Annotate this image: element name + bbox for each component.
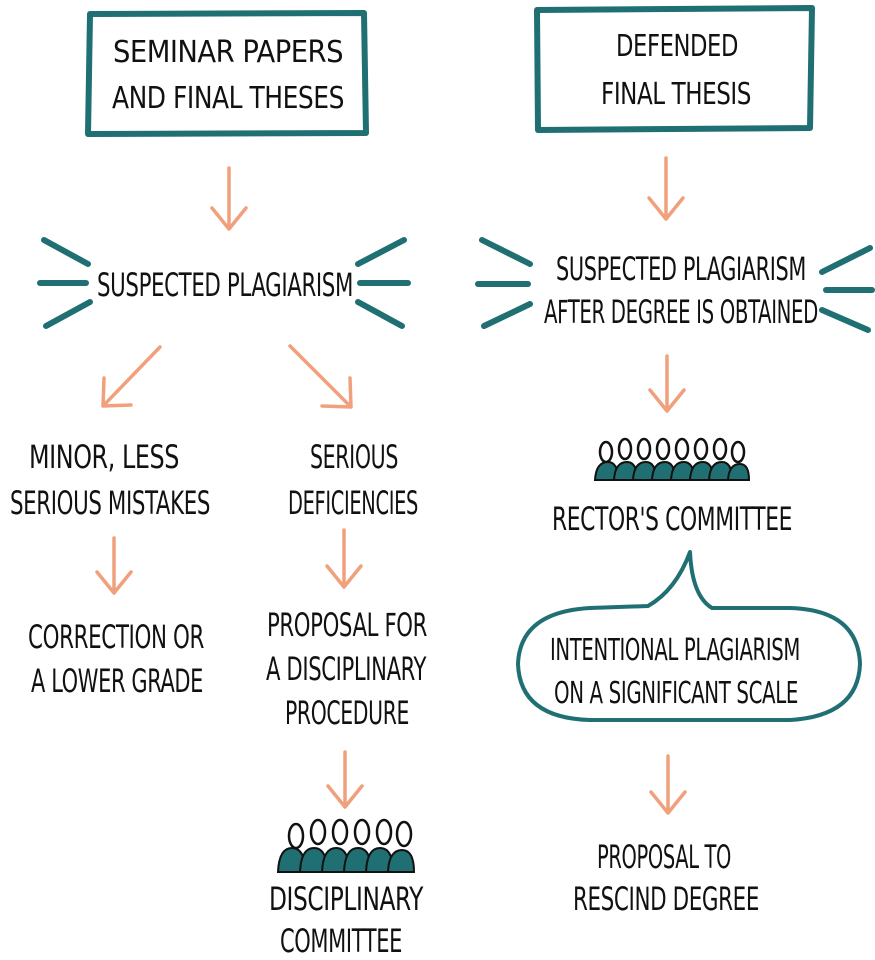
- minor-mistakes-line-2: SERIOUS MISTAKES: [10, 484, 210, 522]
- down-arrow-icon: [326, 750, 364, 809]
- suspected-plagiarism-label: SUSPECTED PLAGIARISM: [97, 266, 353, 304]
- people-group-icon: [276, 818, 416, 873]
- down-arrow-icon: [325, 528, 363, 589]
- down-arrow-icon: [95, 536, 133, 595]
- suspected-after-degree-line-2: AFTER DEGREE IS OBTAINED: [544, 293, 818, 331]
- rescind-degree-line-1: PROPOSAL TO: [597, 838, 731, 876]
- disciplinary-committee-line-2: COMMITTEE: [280, 922, 402, 960]
- proposal-disciplinary-line-2: A DISCIPLINARY: [266, 650, 427, 688]
- correction-line-1: CORRECTION OR: [28, 618, 204, 656]
- defended-thesis-line-1: DEFENDED: [616, 29, 738, 64]
- serious-deficiencies-node: SERIOUS DEFICIENCIES: [288, 438, 419, 522]
- defended-thesis-box: DEFENDED FINAL THESIS: [534, 5, 815, 133]
- serious-deficiencies-line-1: SERIOUS: [310, 438, 398, 476]
- down-left-arrow-icon: [101, 345, 162, 408]
- correction-node: CORRECTION OR A LOWER GRADE: [28, 618, 205, 700]
- down-arrow-icon: [648, 354, 686, 413]
- minor-mistakes-line-1: MINOR, LESS: [29, 438, 179, 476]
- minor-mistakes-node: MINOR, LESS SERIOUS MISTAKES: [10, 438, 211, 522]
- rescind-degree-line-2: RESCIND DEGREE: [573, 880, 759, 918]
- down-arrow-icon: [647, 156, 685, 221]
- people-group-icon: [593, 437, 751, 481]
- seminar-papers-line-2: AND FINAL THESES: [112, 81, 344, 116]
- intentional-plagiarism-line-1: INTENTIONAL PLAGIARISM: [550, 633, 800, 668]
- seminar-papers-box: SEMINAR PAPERS AND FINAL THESES: [85, 10, 369, 137]
- serious-deficiencies-line-2: DEFICIENCIES: [288, 484, 418, 522]
- proposal-disciplinary-node: PROPOSAL FOR A DISCIPLINARY PROCEDURE: [266, 606, 428, 732]
- defended-thesis-line-2: FINAL THESIS: [601, 77, 751, 112]
- intentional-plagiarism-bubble: INTENTIONAL PLAGIARISM ON A SIGNIFICANT …: [516, 550, 862, 722]
- rectors-committee-label: RECTOR'S COMMITTEE: [552, 500, 792, 538]
- suspected-plagiarism-left: SUSPECTED PLAGIARISM: [37, 237, 411, 329]
- disciplinary-committee-node: DISCIPLINARY COMMITTEE: [269, 880, 424, 960]
- suspected-plagiarism-right: SUSPECTED PLAGIARISM AFTER DEGREE IS OBT…: [475, 237, 875, 333]
- emphasis-rays-icon: [475, 237, 875, 333]
- disciplinary-committee-line-1: DISCIPLINARY: [269, 880, 424, 918]
- suspected-after-degree-line-1: SUSPECTED PLAGIARISM: [556, 250, 806, 288]
- correction-line-2: A LOWER GRADE: [31, 662, 203, 700]
- seminar-papers-line-1: SEMINAR PAPERS: [113, 35, 343, 70]
- intentional-plagiarism-line-2: ON A SIGNIFICANT SCALE: [554, 676, 798, 711]
- down-right-arrow-icon: [288, 344, 353, 409]
- down-arrow-icon: [210, 166, 248, 231]
- emphasis-rays-icon: [37, 237, 411, 329]
- rescind-degree-node: PROPOSAL TO RESCIND DEGREE: [573, 838, 760, 918]
- proposal-disciplinary-line-1: PROPOSAL FOR: [267, 606, 427, 644]
- down-arrow-icon: [649, 754, 687, 815]
- proposal-disciplinary-line-3: PROCEDURE: [285, 694, 409, 732]
